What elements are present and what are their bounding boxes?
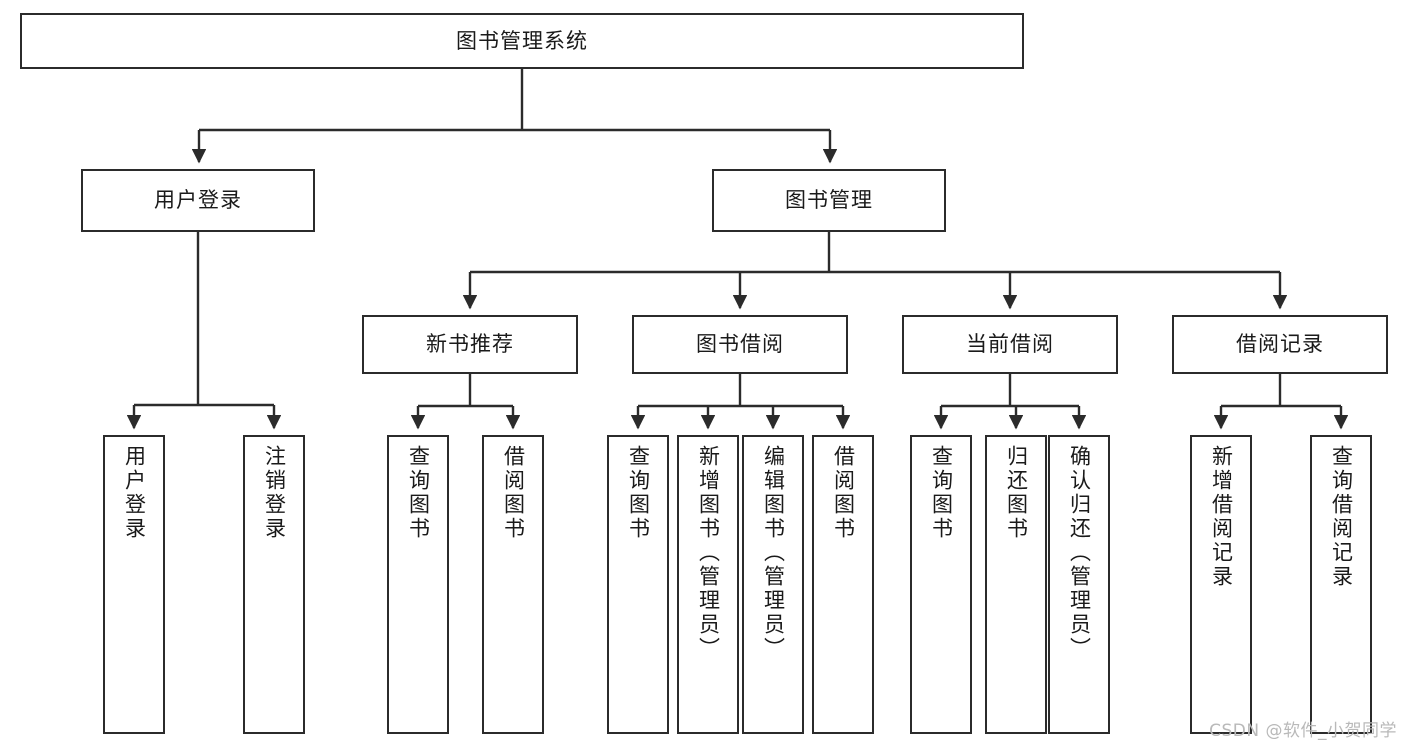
leaf-node-label: 借阅图书 (501, 445, 526, 541)
leaf-node[interactable]: 注销登录 (243, 435, 305, 734)
leaf-node[interactable]: 编辑图书（管理员） (742, 435, 804, 734)
leaf-node-label: 用户登录 (122, 445, 147, 541)
leaf-node-label: 借阅图书 (831, 445, 856, 541)
leaf-node[interactable]: 用户登录 (103, 435, 165, 734)
leaf-node[interactable]: 查询图书 (387, 435, 449, 734)
node-new-book-recommend[interactable]: 新书推荐 (362, 315, 578, 374)
leaf-node-label: 查询借阅记录 (1329, 445, 1354, 589)
node-new-book-recommend-label: 新书推荐 (426, 332, 514, 357)
leaf-node-label: 查询图书 (929, 445, 954, 541)
node-borrow-records-label: 借阅记录 (1236, 332, 1324, 357)
node-borrow-records[interactable]: 借阅记录 (1172, 315, 1388, 374)
leaf-node-label: 确认归还（管理员） (1067, 445, 1092, 661)
node-root[interactable]: 图书管理系统 (20, 13, 1024, 69)
leaf-node[interactable]: 确认归还（管理员） (1048, 435, 1110, 734)
node-book-management-label: 图书管理 (785, 188, 873, 213)
leaf-node-label: 查询图书 (626, 445, 651, 541)
leaf-node[interactable]: 查询图书 (910, 435, 972, 734)
leaf-node[interactable]: 查询借阅记录 (1310, 435, 1372, 734)
leaf-node-label: 归还图书 (1004, 445, 1029, 541)
leaf-node-label: 注销登录 (262, 445, 287, 541)
leaf-node[interactable]: 借阅图书 (482, 435, 544, 734)
leaf-node-label: 新增借阅记录 (1209, 445, 1234, 589)
leaf-node-label: 新增图书（管理员） (696, 445, 721, 661)
leaf-node[interactable]: 借阅图书 (812, 435, 874, 734)
watermark: CSDN @软件_小贺同学 (1209, 721, 1397, 741)
leaf-node[interactable]: 归还图书 (985, 435, 1047, 734)
node-book-management[interactable]: 图书管理 (712, 169, 946, 232)
node-user-login-label: 用户登录 (154, 188, 242, 213)
node-book-borrow[interactable]: 图书借阅 (632, 315, 848, 374)
leaf-node-label: 编辑图书（管理员） (761, 445, 786, 661)
leaf-node[interactable]: 查询图书 (607, 435, 669, 734)
node-current-borrow[interactable]: 当前借阅 (902, 315, 1118, 374)
node-book-borrow-label: 图书借阅 (696, 332, 784, 357)
leaf-node[interactable]: 新增借阅记录 (1190, 435, 1252, 734)
leaf-node-label: 查询图书 (406, 445, 431, 541)
leaf-node[interactable]: 新增图书（管理员） (677, 435, 739, 734)
node-current-borrow-label: 当前借阅 (966, 332, 1054, 357)
node-root-label: 图书管理系统 (456, 28, 588, 53)
node-user-login[interactable]: 用户登录 (81, 169, 315, 232)
